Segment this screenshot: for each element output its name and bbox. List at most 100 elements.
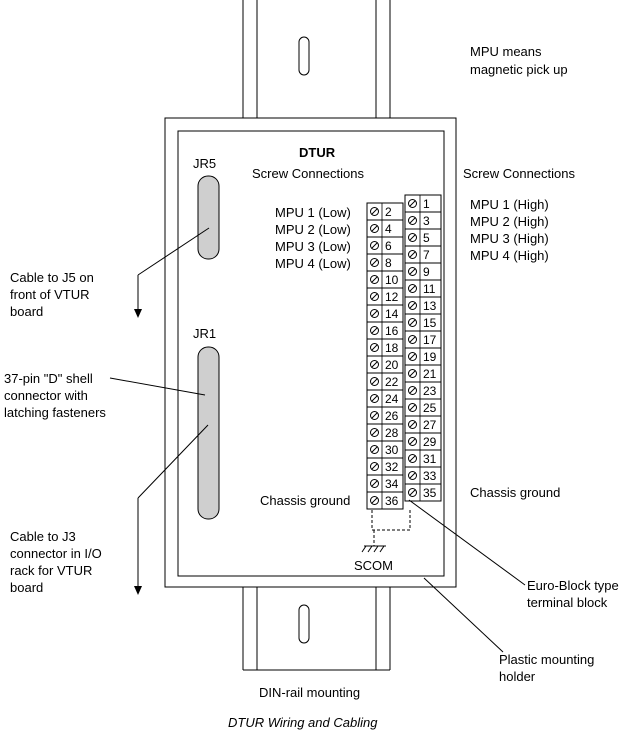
terminal-number: 21 [423,367,437,381]
cable-j3-line-2: connector in I/O [10,546,102,561]
d-shell-line-1: 37-pin "D" shell [4,371,93,386]
jr5-connector [197,175,220,260]
terminal-left-24: 24 [367,389,403,407]
din-rail-label: DIN-rail mounting [259,685,360,700]
terminal-left-2: 2 [367,202,403,220]
terminal-number: 8 [385,256,392,270]
terminal-left-32: 32 [367,457,403,475]
terminal-number: 10 [385,273,399,287]
terminal-number: 29 [423,435,437,449]
terminal-left-22: 22 [367,372,403,390]
mpu-note-line-2: magnetic pick up [470,62,568,77]
terminal-right-5: 5 [405,228,441,246]
terminal-number: 12 [385,290,399,304]
d-shell-line-3: latching fasteners [4,405,106,420]
terminal-number: 25 [423,401,437,415]
terminal-number: 23 [423,384,437,398]
terminal-number: 35 [423,486,437,500]
terminal-number: 19 [423,350,437,364]
terminal-number: 15 [423,316,437,330]
chassis-ground-right: Chassis ground [470,485,560,500]
terminal-left-6: 6 [367,236,403,254]
jr1-label: JR1 [193,326,216,341]
jr1-connector [197,346,220,520]
terminal-left-8: 8 [367,253,403,271]
terminal-number: 14 [385,307,399,321]
terminal-right-17: 17 [405,330,441,348]
terminal-number: 3 [423,214,430,228]
terminal-number: 34 [385,477,399,491]
mpu4-high-label: MPU 4 (High) [470,248,549,263]
terminal-number: 2 [385,205,392,219]
module-name: DTUR [299,145,336,160]
terminal-number: 11 [423,282,436,296]
terminal-number: 33 [423,469,437,483]
terminal-number: 9 [423,265,430,279]
plastic-holder-line-1: Plastic mounting [499,652,594,667]
terminal-right-3: 3 [405,211,441,229]
euro-block-line-2: terminal block [527,595,608,610]
terminal-left-20: 20 [367,355,403,373]
terminal-left-30: 30 [367,440,403,458]
terminal-right-21: 21 [405,364,441,382]
terminal-right-33: 33 [405,466,441,484]
terminal-number: 26 [385,409,399,423]
mpu3-high-label: MPU 3 (High) [470,231,549,246]
din-rail-bottom [242,587,391,671]
terminal-right-11: 11 [405,279,441,297]
terminal-number: 31 [423,452,437,466]
mpu4-low-label: MPU 4 (Low) [275,256,351,271]
terminal-right-31: 31 [405,449,441,467]
cable-j3-line-3: rack for VTUR [10,563,92,578]
cable-j5-line-3: board [10,304,43,319]
terminal-number: 17 [423,333,437,347]
terminal-right-25: 25 [405,398,441,416]
terminal-left-34: 34 [367,474,403,492]
terminal-number: 20 [385,358,399,372]
terminal-number: 1 [423,197,430,211]
euro-block-line-1: Euro-Block type [527,578,619,593]
chassis-ground-left: Chassis ground [260,493,350,508]
terminal-left-36: 36 [367,491,403,509]
cable-j3-line-4: board [10,580,43,595]
terminal-number: 30 [385,443,399,457]
mpu-note-line-1: MPU means [470,44,542,59]
terminal-left-12: 12 [367,287,403,305]
terminal-number: 36 [385,494,399,508]
terminal-number: 22 [385,375,399,389]
terminal-number: 5 [423,231,430,245]
terminal-right-35: 35 [405,483,441,501]
mpu3-low-label: MPU 3 (Low) [275,239,351,254]
figure-caption: DTUR Wiring and Cabling [228,715,378,730]
terminal-right-27: 27 [405,415,441,433]
terminal-left-26: 26 [367,406,403,424]
terminal-left-4: 4 [367,219,403,237]
terminal-number: 4 [385,222,392,236]
leader-lines [109,227,526,653]
terminal-right-19: 19 [405,347,441,365]
terminal-right-13: 13 [405,296,441,314]
terminal-number: 27 [423,418,437,432]
terminal-number: 7 [423,248,430,262]
terminal-number: 13 [423,299,437,313]
cable-j3-line-1: Cable to J3 [10,529,76,544]
terminal-number: 28 [385,426,399,440]
terminal-number: 16 [385,324,399,338]
jr5-label: JR5 [193,156,216,171]
mpu1-low-label: MPU 1 (Low) [275,205,351,220]
din-rail-top [242,0,391,118]
terminal-left-16: 16 [367,321,403,339]
terminal-number: 6 [385,239,392,253]
mpu1-high-label: MPU 1 (High) [470,197,549,212]
terminal-right-1: 1 [405,194,441,212]
terminal-number: 32 [385,460,399,474]
terminal-right-9: 9 [405,262,441,280]
terminal-number: 18 [385,341,399,355]
terminal-right-7: 7 [405,245,441,263]
terminal-right-29: 29 [405,432,441,450]
scom-ground-wiring [361,510,411,553]
